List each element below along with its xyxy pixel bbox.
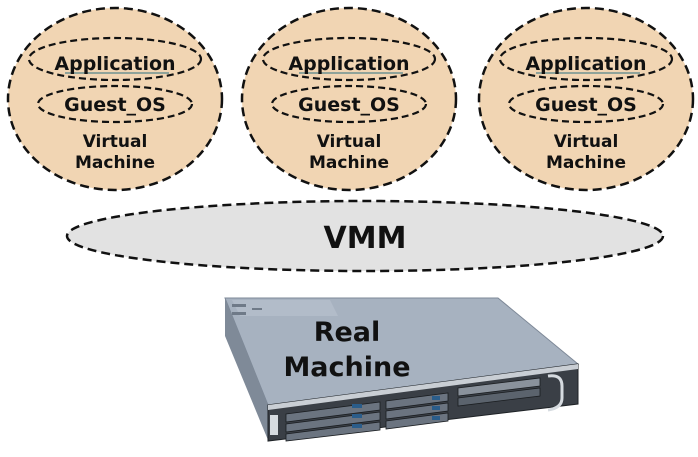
application-label: Application bbox=[525, 53, 646, 75]
rack-ear bbox=[270, 415, 278, 435]
vm-label-line2: Machine bbox=[309, 153, 389, 173]
vm-ellipse bbox=[6, 6, 224, 192]
server-vent-slot bbox=[232, 304, 246, 307]
application-label: Application bbox=[54, 53, 175, 75]
rack-handle bbox=[547, 374, 564, 412]
application-ellipse bbox=[261, 36, 437, 82]
vmm-label: VMM bbox=[324, 221, 407, 256]
server-vent-slot bbox=[232, 312, 246, 315]
guest-os-label: Guest_OS bbox=[298, 94, 400, 116]
server-vent-slot bbox=[252, 308, 262, 310]
application-ellipse bbox=[498, 36, 674, 82]
virtual-machine-3: Application Guest_OS Virtual Machine bbox=[477, 6, 695, 192]
vm-label-line2: Machine bbox=[75, 153, 155, 173]
guest-os-label: Guest_OS bbox=[535, 94, 637, 116]
vm-label-line1: Virtual bbox=[317, 132, 382, 152]
server-front-bezel bbox=[268, 364, 578, 410]
optical-drive-slot bbox=[457, 387, 541, 407]
virtual-machine-2: Application Guest_OS Virtual Machine bbox=[240, 6, 458, 192]
guest-os-label: Guest_OS bbox=[64, 94, 166, 116]
server-side-panel bbox=[225, 298, 268, 440]
application-label: Application bbox=[288, 53, 409, 75]
application-ellipse bbox=[27, 36, 203, 82]
real-machine-label-line2: Machine bbox=[283, 352, 410, 383]
vmm-layer: VMM bbox=[65, 199, 665, 273]
optical-drive bbox=[457, 377, 541, 397]
drive-bays bbox=[285, 392, 449, 442]
guest-os-ellipse bbox=[507, 84, 665, 124]
vm-ellipse bbox=[477, 6, 695, 192]
vm-ellipse bbox=[240, 6, 458, 192]
virtual-machine-1: Application Guest_OS Virtual Machine bbox=[6, 6, 224, 192]
vmm-ellipse bbox=[65, 199, 665, 273]
guest-os-ellipse bbox=[36, 84, 194, 124]
real-machine-label-line1: Real bbox=[314, 317, 381, 348]
server-vent bbox=[232, 300, 338, 316]
vm-label-line1: Virtual bbox=[554, 132, 619, 152]
vm-label-line1: Virtual bbox=[83, 132, 148, 152]
real-machine-server: Real Machine bbox=[224, 297, 580, 442]
vm-label-line2: Machine bbox=[546, 153, 626, 173]
guest-os-ellipse bbox=[270, 84, 428, 124]
